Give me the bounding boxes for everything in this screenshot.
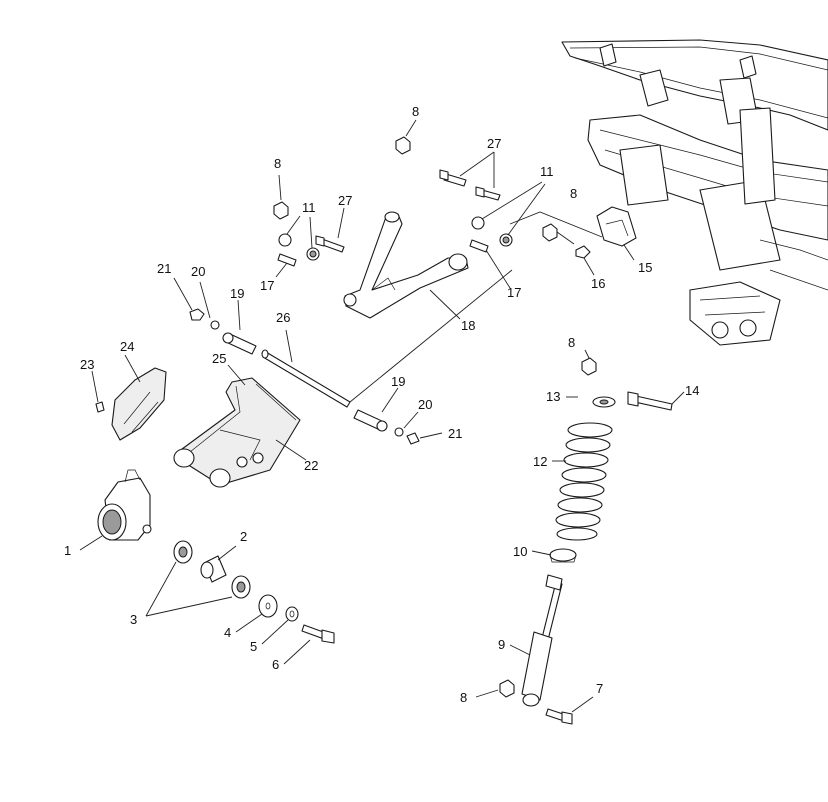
washer-small bbox=[285, 606, 299, 622]
upper-a-arm bbox=[343, 211, 469, 319]
callout-19-left: 19 bbox=[230, 286, 244, 301]
callout-5: 5 bbox=[250, 639, 257, 654]
callout-11-left: 11 bbox=[302, 200, 316, 215]
pivot-tube-right bbox=[469, 239, 489, 253]
callout-1: 1 bbox=[64, 543, 71, 558]
bushing-11-left-a bbox=[278, 233, 292, 247]
callout-labels: 1 2 3 4 5 6 7 8 8 8 8 8 9 10 11 11 12 13… bbox=[64, 104, 699, 705]
nut-shock-top bbox=[581, 357, 597, 376]
nut-upper bbox=[395, 136, 411, 155]
callout-8-shock-bottom: 8 bbox=[460, 690, 467, 705]
bolt-21-right bbox=[406, 432, 420, 445]
callout-9: 9 bbox=[498, 637, 505, 652]
bushing-11-right-b bbox=[499, 233, 513, 247]
bolt-27-right-a bbox=[439, 169, 467, 187]
washer-20-right bbox=[394, 427, 404, 437]
spring-retainer bbox=[549, 548, 577, 563]
pivot-pin-right bbox=[353, 409, 388, 432]
callout-8-right: 8 bbox=[570, 186, 577, 201]
callout-22: 22 bbox=[304, 458, 318, 473]
callout-20-right: 20 bbox=[418, 397, 432, 412]
bolt-27-right-b bbox=[475, 186, 501, 201]
callout-13: 13 bbox=[546, 389, 560, 404]
bushing bbox=[200, 555, 227, 583]
bolt-6 bbox=[301, 624, 335, 644]
bearing-carrier bbox=[97, 469, 152, 541]
callout-17-left: 17 bbox=[260, 278, 274, 293]
bolt-27-left bbox=[315, 235, 345, 253]
callout-15: 15 bbox=[638, 260, 652, 275]
callout-17-right: 17 bbox=[507, 285, 521, 300]
bolt-16 bbox=[575, 245, 591, 259]
bolt-7 bbox=[545, 708, 573, 725]
callout-21-left: 21 bbox=[157, 261, 171, 276]
bolt-14 bbox=[627, 391, 673, 411]
callout-3: 3 bbox=[130, 612, 137, 627]
bolt-21-left bbox=[189, 308, 205, 321]
assembly-axis-line-upper bbox=[509, 211, 603, 238]
bearing-lower bbox=[231, 575, 251, 599]
shock-absorber bbox=[521, 574, 563, 707]
bearing-upper bbox=[173, 540, 193, 564]
callout-8-left: 8 bbox=[274, 156, 281, 171]
callout-16: 16 bbox=[591, 276, 605, 291]
callout-8-top: 8 bbox=[412, 104, 419, 119]
callout-19-right: 19 bbox=[391, 374, 405, 389]
mount-bracket bbox=[596, 206, 637, 247]
callout-25: 25 bbox=[212, 351, 226, 366]
callout-24: 24 bbox=[120, 339, 134, 354]
callout-27-right: 27 bbox=[487, 136, 501, 151]
nut-shock-bottom bbox=[499, 679, 515, 698]
bushing-11-left-b bbox=[306, 247, 320, 261]
callout-6: 6 bbox=[272, 657, 279, 672]
callout-26: 26 bbox=[276, 310, 290, 325]
screw-23 bbox=[95, 401, 105, 413]
assembly-axis-line bbox=[349, 269, 513, 403]
callout-2: 2 bbox=[240, 529, 247, 544]
leader-lines bbox=[79, 119, 685, 713]
callout-10: 10 bbox=[513, 544, 527, 559]
pivot-pin-left bbox=[222, 332, 257, 355]
callout-12: 12 bbox=[533, 454, 547, 469]
callout-8-shock-top: 8 bbox=[568, 335, 575, 350]
callout-27-left: 27 bbox=[338, 193, 352, 208]
washer-large bbox=[258, 594, 278, 618]
pivot-shaft bbox=[261, 349, 351, 408]
callout-21-right: 21 bbox=[448, 426, 462, 441]
nut-upper-left bbox=[273, 201, 289, 220]
vehicle-frame bbox=[561, 39, 828, 346]
nut-right bbox=[542, 223, 558, 242]
coil-spring bbox=[555, 422, 613, 541]
washer-20-left bbox=[210, 320, 220, 330]
callout-23: 23 bbox=[80, 357, 94, 372]
callout-20-left: 20 bbox=[191, 264, 205, 279]
pivot-tube-left bbox=[277, 253, 297, 267]
callout-18: 18 bbox=[461, 318, 475, 333]
callout-11-right: 11 bbox=[540, 164, 554, 179]
callout-14: 14 bbox=[685, 383, 699, 398]
callout-4: 4 bbox=[224, 625, 231, 640]
lower-a-arm bbox=[173, 377, 301, 488]
callout-7: 7 bbox=[596, 681, 603, 696]
spring-seat bbox=[592, 396, 616, 408]
skid-guard bbox=[111, 367, 167, 441]
bushing-11-right-a bbox=[471, 216, 485, 230]
